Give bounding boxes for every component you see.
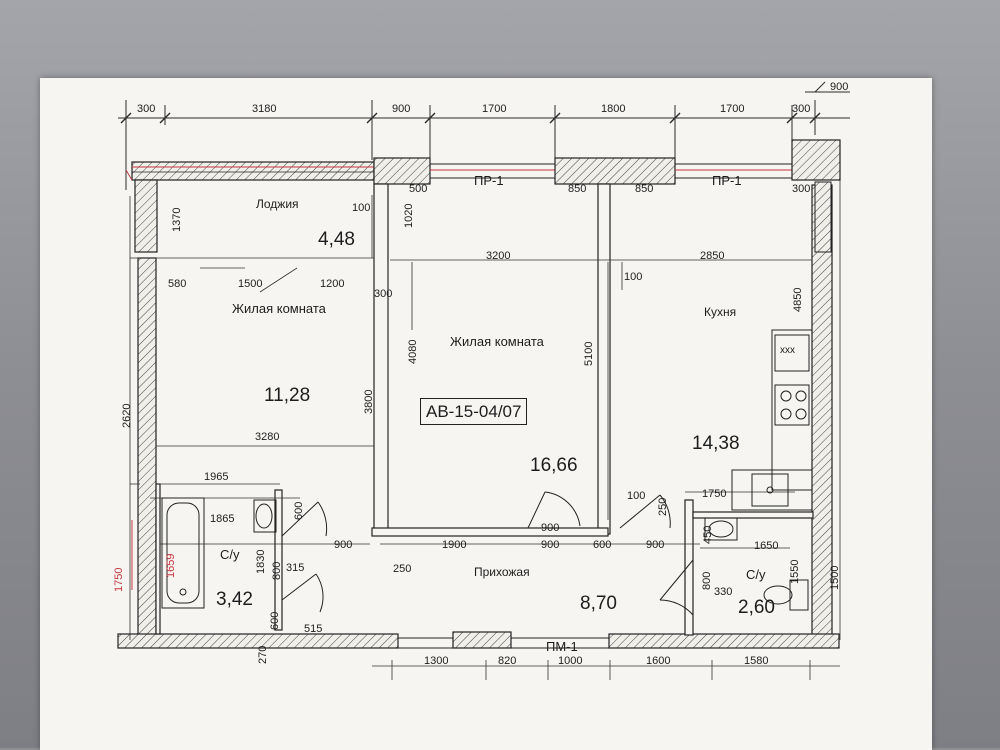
dim-3280: 3280 bbox=[255, 431, 280, 443]
dim-bottom-4: 1600 bbox=[646, 655, 671, 667]
window-mark-top-right: ПР-1 bbox=[712, 173, 742, 188]
vdim-1550: 1550 bbox=[789, 559, 801, 584]
sink-left bbox=[253, 499, 277, 533]
toilet-right bbox=[763, 579, 809, 611]
sink-right bbox=[704, 517, 738, 541]
dim-515: 515 bbox=[304, 623, 323, 635]
door-mark-bottom: ПМ-1 bbox=[546, 639, 578, 654]
exterior-wall-left bbox=[137, 257, 157, 637]
dim-315: 315 bbox=[286, 562, 305, 574]
dim-850-b: 850 bbox=[635, 183, 654, 195]
room-name-hall: Прихожая bbox=[474, 565, 530, 579]
loggia-side-wall bbox=[134, 179, 158, 253]
vdim-600-b: 600 bbox=[269, 611, 281, 630]
drawing-code-box: АВ-15-04/07 bbox=[420, 398, 528, 425]
vdim-250-b: 250 bbox=[657, 497, 669, 516]
dim-top-3: 900 bbox=[392, 103, 411, 115]
vdim-1830: 1830 bbox=[255, 549, 267, 574]
dim-100-b: 100 bbox=[624, 271, 643, 283]
dim-300-right: 300 bbox=[792, 183, 811, 195]
vdim-270: 270 bbox=[257, 645, 269, 664]
exterior-wall-top bbox=[131, 139, 841, 185]
vdim-3800: 3800 bbox=[363, 389, 375, 414]
dim-900-a: 900 bbox=[334, 539, 353, 551]
dim-250-a: 250 bbox=[393, 563, 412, 575]
room-area-kitchen: 14,38 bbox=[692, 433, 740, 454]
dim-1650: 1650 bbox=[754, 540, 779, 552]
vdim-1500-right: 1500 bbox=[829, 565, 841, 590]
dim-100-c: 100 bbox=[627, 490, 646, 502]
room-area-loggia: 4,48 bbox=[318, 229, 355, 250]
dim-1865: 1865 bbox=[210, 513, 235, 525]
dim-1900: 1900 bbox=[442, 539, 467, 551]
vdim-1020: 1020 bbox=[403, 203, 415, 228]
dim-850-a: 850 bbox=[568, 183, 587, 195]
room-name-kitchen: Кухня bbox=[704, 305, 737, 319]
dim-900-b: 900 bbox=[541, 539, 560, 551]
vdim-800-a: 800 bbox=[271, 561, 283, 580]
dim-top-4: 1700 bbox=[482, 103, 507, 115]
room-name-loggia: Лоджия bbox=[256, 197, 299, 211]
dim-1750: 1750 bbox=[702, 488, 727, 500]
dim-bottom-3: 1000 bbox=[558, 655, 583, 667]
dim-900-c: 900 bbox=[646, 539, 665, 551]
vdim-5100: 5100 bbox=[583, 341, 595, 366]
room-name-bath-right: С/у bbox=[746, 567, 766, 582]
stove-mark: xxx bbox=[780, 345, 795, 356]
room-area-living-center: 16,66 bbox=[530, 455, 578, 476]
room-name-bath-left: С/у bbox=[220, 547, 240, 562]
dim-top-6: 1700 bbox=[720, 103, 745, 115]
vdim-1370: 1370 bbox=[171, 207, 183, 232]
interior-walls bbox=[155, 183, 814, 636]
vdim-600-a: 600 bbox=[293, 501, 305, 520]
dim-900-d: 900 bbox=[541, 522, 560, 534]
vdim-1659: 1659 bbox=[165, 553, 177, 578]
dim-top-2: 3180 bbox=[252, 103, 277, 115]
dim-330: 330 bbox=[714, 586, 733, 598]
dim-600-a: 600 bbox=[593, 539, 612, 551]
dim-top-8: 900 bbox=[830, 81, 849, 93]
dim-bottom-1: 1300 bbox=[424, 655, 449, 667]
dim-1200: 1200 bbox=[320, 278, 345, 290]
dim-top-7: 300 bbox=[792, 103, 811, 115]
dim-2850: 2850 bbox=[700, 250, 725, 262]
dim-1965: 1965 bbox=[204, 471, 229, 483]
room-area-hall: 8,70 bbox=[580, 593, 617, 614]
vdim-4850: 4850 bbox=[792, 287, 804, 312]
dim-1500-a: 1500 bbox=[238, 278, 263, 290]
room-area-living-left: 11,28 bbox=[264, 385, 311, 406]
dim-580: 580 bbox=[168, 278, 187, 290]
dim-500: 500 bbox=[409, 183, 428, 195]
vdim-800-b: 800 bbox=[701, 571, 713, 590]
dim-3200: 3200 bbox=[486, 250, 511, 262]
room-name-living-left: Жилая комната bbox=[232, 301, 326, 316]
bathtub bbox=[161, 497, 205, 609]
dim-300-mid: 300 bbox=[374, 288, 393, 300]
dim-top-5: 1800 bbox=[601, 103, 626, 115]
vdim-450: 450 bbox=[702, 525, 714, 544]
exterior-wall-bottom bbox=[117, 631, 840, 649]
vdim-1750-left: 1750 bbox=[113, 567, 125, 592]
dim-top-1: 300 bbox=[137, 103, 156, 115]
kitchen-counter bbox=[731, 329, 813, 511]
room-name-living-center: Жилая комната bbox=[450, 334, 544, 349]
dim-bottom-2: 820 bbox=[498, 655, 517, 667]
room-area-bath-right: 2,60 bbox=[738, 597, 775, 618]
dim-bottom-5: 1580 bbox=[744, 655, 769, 667]
window-mark-top-left: ПР-1 bbox=[474, 173, 504, 188]
door-swings bbox=[281, 491, 694, 616]
vdim-2620: 2620 bbox=[121, 403, 133, 428]
room-area-bath-left: 3,42 bbox=[216, 589, 253, 610]
dim-100-a: 100 bbox=[352, 202, 371, 214]
vdim-4080: 4080 bbox=[407, 339, 419, 364]
